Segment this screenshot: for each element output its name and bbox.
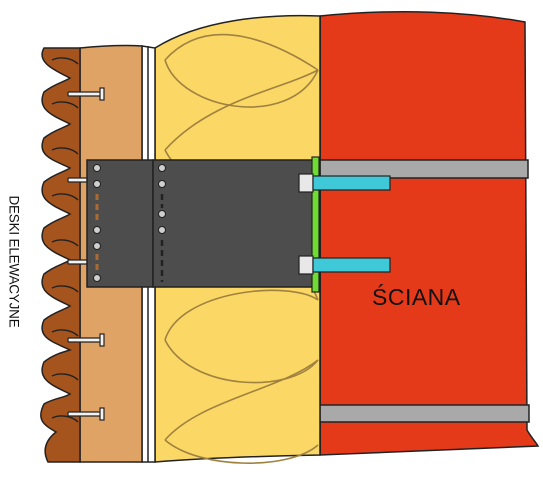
nail-2: [67, 177, 89, 183]
bracket-screws: [93, 164, 166, 282]
siding-grooves: [51, 57, 79, 423]
wall-brick: [319, 11, 540, 456]
siding-label-text: DESKI ELEWACYJNE: [6, 194, 22, 328]
nail-5: [67, 407, 105, 421]
nail-1: [67, 87, 105, 101]
mortar-joint-lower: [319, 404, 530, 423]
wall-anchor-lower: [298, 255, 391, 275]
thermal-spacer: [311, 156, 320, 293]
mortar-joint-upper: [319, 159, 529, 179]
wall-label: ŚCIANA: [372, 284, 461, 310]
nail-4: [67, 333, 105, 347]
wall-anchor-upper: [298, 173, 391, 193]
nail-3: [67, 259, 89, 265]
bracket-plate-inner: [152, 159, 314, 288]
wood-siding: [40, 47, 81, 463]
siding-label: DESKI ELEWACYJNE: [3, 166, 25, 356]
